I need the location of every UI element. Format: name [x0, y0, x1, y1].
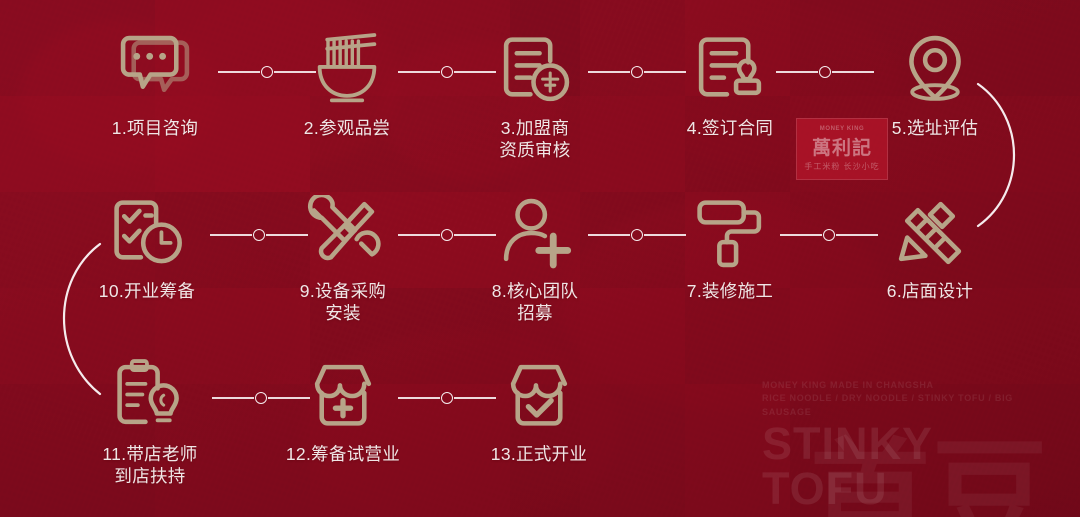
- shop-check-icon: [501, 358, 577, 434]
- connector-bar: [274, 71, 316, 73]
- step-label-8: 8.核心团队 招募: [491, 281, 579, 324]
- step-node-5[interactable]: 5.选址评估: [860, 32, 1010, 139]
- noodle-bowl-icon: [309, 32, 385, 108]
- paint-roller-icon: [692, 195, 768, 271]
- connector-node-dot: [631, 66, 643, 78]
- step-node-3[interactable]: 3.加盟商 资质审核: [460, 32, 610, 162]
- connector-node-dot: [255, 392, 267, 404]
- connector-bar: [210, 234, 252, 236]
- step-node-9[interactable]: 9.设备采购 安装: [268, 195, 418, 325]
- shop-plus-icon: [305, 358, 381, 434]
- step-node-7[interactable]: 7.装修施工: [655, 195, 805, 302]
- connector-bar: [398, 71, 440, 73]
- connector-node-dot: [631, 229, 643, 241]
- connector-node-dot: [819, 66, 831, 78]
- step-label-1: 1.项目咨询: [111, 118, 199, 138]
- shop-sign-main: 萬利記: [811, 138, 872, 159]
- connector-node-dot: [441, 66, 453, 78]
- connector-bar: [266, 234, 308, 236]
- step-label-11: 11.带店老师 到店扶持: [102, 444, 198, 487]
- step-label-5: 5.选址评估: [891, 118, 979, 138]
- connector-10-to-9: [210, 229, 308, 241]
- step-node-4[interactable]: 4.签订合同: [655, 32, 805, 139]
- connector-bar: [454, 397, 496, 399]
- step-node-8[interactable]: 8.核心团队 招募: [460, 195, 610, 325]
- background-shop-sign: MONEY KING 萬利記 手工米粉 长沙小吃: [796, 118, 888, 180]
- document-review-icon: [497, 32, 573, 108]
- step-label-2: 2.参观品尝: [303, 118, 391, 138]
- connector-bar: [836, 234, 878, 236]
- location-pin-icon: [897, 32, 973, 108]
- connector-node-dot: [441, 229, 453, 241]
- step-node-2[interactable]: 2.参观品尝: [272, 32, 422, 139]
- connector-bar: [398, 234, 440, 236]
- step-label-12: 12.筹备试营业: [285, 444, 401, 464]
- step-label-3: 3.加盟商 资质审核: [499, 118, 571, 161]
- connector-node-dot: [261, 66, 273, 78]
- step-label-6: 6.店面设计: [886, 281, 974, 301]
- connector-node-dot: [441, 392, 453, 404]
- step-label-7: 7.装修施工: [686, 281, 774, 301]
- contract-stamp-icon: [692, 32, 768, 108]
- step-node-10[interactable]: 10.开业筹备: [72, 195, 222, 302]
- step-node-12[interactable]: 12.筹备试营业: [268, 358, 418, 465]
- connector-7-to-6: [780, 229, 878, 241]
- connector-1-to-2: [218, 66, 316, 78]
- step-label-4: 4.签订合同: [686, 118, 774, 138]
- step-node-13[interactable]: 13.正式开业: [464, 358, 614, 465]
- connector-bar: [644, 234, 686, 236]
- chat-bubbles-icon: [117, 32, 193, 108]
- connector-bar: [644, 71, 686, 73]
- connector-bar: [398, 397, 440, 399]
- ruler-pencil-icon: [892, 195, 968, 271]
- wrench-screwdriver-icon: [305, 195, 381, 271]
- connector-bar: [832, 71, 874, 73]
- clipboard-bulb-icon: [112, 358, 188, 434]
- step-node-11[interactable]: 11.带店老师 到店扶持: [75, 358, 225, 488]
- step-node-1[interactable]: 1.项目咨询: [80, 32, 230, 139]
- step-label-13: 13.正式开业: [490, 444, 588, 464]
- connector-bar: [212, 397, 254, 399]
- connector-3-to-4: [588, 66, 686, 78]
- connector-bar: [268, 397, 310, 399]
- connector-bar: [454, 71, 496, 73]
- connector-node-dot: [823, 229, 835, 241]
- connector-node-dot: [253, 229, 265, 241]
- connector-8-to-7: [588, 229, 686, 241]
- connector-11-to-12: [212, 392, 310, 404]
- shop-sign-bottom: 手工米粉 长沙小吃: [804, 162, 880, 171]
- connector-12-to-13: [398, 392, 496, 404]
- connector-bar: [776, 71, 818, 73]
- step-node-6[interactable]: 6.店面设计: [855, 195, 1005, 302]
- connector-bar: [780, 234, 822, 236]
- connector-2-to-3: [398, 66, 496, 78]
- step-label-10: 10.开业筹备: [98, 281, 196, 301]
- connector-bar: [454, 234, 496, 236]
- connector-4-to-5: [776, 66, 874, 78]
- connector-bar: [588, 234, 630, 236]
- connector-bar: [218, 71, 260, 73]
- person-add-icon: [497, 195, 573, 271]
- checklist-clock-icon: [109, 195, 185, 271]
- shop-sign-top: MONEY KING: [819, 126, 865, 132]
- connector-9-to-8: [398, 229, 496, 241]
- step-label-9: 9.设备采购 安装: [299, 281, 387, 324]
- connector-bar: [588, 71, 630, 73]
